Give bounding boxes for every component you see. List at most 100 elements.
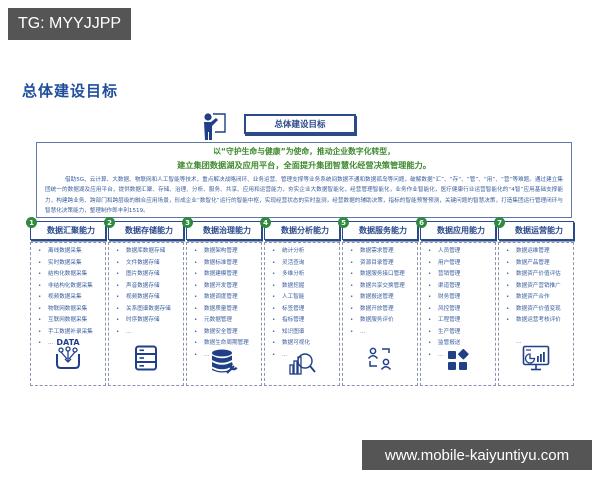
- column-data-application: 6 数据应用能力 •人员管理 •用户管理 •营销管理 •渠道管理 •财务管理 •…: [416, 217, 497, 387]
- list-item: •用户管理: [428, 259, 461, 266]
- list-item: •数据生命周期管理: [194, 340, 249, 346]
- list-item: •数据需求管理: [350, 248, 394, 254]
- list-item: •数据运维管理: [506, 248, 550, 254]
- column-data-aggregation: 1 数据汇聚能力 •离线数据采集 •实时数据采集 •结构化数据采集 •非结构化数…: [26, 217, 107, 387]
- database-wrench-icon: [210, 349, 238, 379]
- list-item: •关系图谱数据存储: [116, 305, 171, 312]
- list-item: •人工智能: [272, 294, 305, 300]
- list-item: •数据服务接口管理: [350, 271, 405, 277]
- list-item: •手工数据补录采集: [38, 328, 93, 335]
- list-item: •结构化数据采集: [38, 271, 88, 277]
- list-item: •数据调度管理: [194, 294, 238, 300]
- column-title: 数据治理能力: [186, 221, 262, 240]
- user-exchange-icon: [367, 347, 393, 375]
- tg-badge: TG: MYYJJPP: [8, 8, 131, 40]
- list-item: •视频数据存储: [116, 294, 160, 300]
- column-item-list: •数据运维管理 •数据产品管理 •数据资产价值评估 •数据资产营销推广 •数据资…: [498, 242, 574, 386]
- list-item: •数据标准管理: [194, 259, 238, 266]
- column-item-list: •数据需求管理 •资源目录管理 •数据服务接口管理 •数据共享交换管理 •数据报…: [342, 242, 418, 386]
- step-number-badge: 5: [338, 217, 349, 228]
- list-item: •数据安全管理: [194, 328, 238, 335]
- list-item: •人员管理: [428, 248, 461, 254]
- list-item: •灵活查询: [272, 259, 305, 266]
- list-item: •知识图谱: [272, 328, 305, 335]
- list-item: •数据挖掘: [272, 282, 305, 289]
- list-item: •财务管理: [428, 294, 461, 300]
- column-item-list: •数据架构管理 •数据标准管理 •数据建模管理 •数据开发管理 •数据调度管理 …: [186, 242, 262, 386]
- column-data-governance: 3 数据治理能力 •数据架构管理 •数据标准管理 •数据建模管理 •数据开发管理…: [182, 217, 263, 387]
- list-item: …: [516, 338, 522, 345]
- list-item: •图片数据存储: [116, 271, 160, 277]
- column-title: 数据服务能力: [342, 221, 418, 240]
- step-number-badge: 2: [104, 217, 115, 228]
- list-item: •互联网数据采集: [38, 317, 88, 323]
- list-item: •工程管理: [428, 317, 461, 323]
- list-item: •指标管理: [272, 317, 305, 323]
- list-item: •标签管理: [272, 305, 305, 312]
- list-item: •数据服务评价: [350, 317, 394, 323]
- step-number-badge: 7: [494, 217, 505, 228]
- list-item: •数据资产营销推广: [506, 282, 561, 289]
- goal-platform-line: 建立集团数据湖及应用平台，全面提升集团智慧化经营决策管理能力。: [177, 160, 431, 170]
- column-title: 数据汇聚能力: [30, 221, 106, 240]
- column-data-service: 5 数据服务能力 •数据需求管理 •资源目录管理 •数据服务接口管理 •数据共享…: [338, 217, 419, 387]
- step-number-badge: 1: [26, 217, 37, 228]
- presenter-icon: [203, 111, 227, 141]
- column-title: 数据应用能力: [420, 221, 496, 240]
- list-item: •离线数据采集: [38, 248, 82, 254]
- list-item: •…: [194, 351, 210, 358]
- overall-goal-header: 总体建设目标: [244, 114, 356, 134]
- list-item: •营销管理: [428, 271, 461, 277]
- list-item: •数据开放管理: [350, 305, 394, 312]
- watermark-url: www.mobile-kaiyuntiyu.com: [362, 440, 592, 470]
- list-item: •…: [272, 351, 288, 358]
- column-title: 数据运营能力: [498, 221, 574, 240]
- column-title: 数据存储能力: [108, 221, 184, 240]
- list-item: •数据资产价值变现: [506, 305, 561, 312]
- list-item: •时序数据存储: [116, 317, 160, 323]
- list-item: •实时数据采集: [38, 259, 82, 266]
- step-number-badge: 6: [416, 217, 427, 228]
- column-item-list: •离线数据采集 •实时数据采集 •结构化数据采集 •非结构化数据采集 •视频数据…: [30, 242, 106, 386]
- list-item: •数据库数据存储: [116, 248, 166, 254]
- list-item: •数据共享交换管理: [350, 282, 405, 289]
- server-icon: [134, 345, 158, 375]
- list-item: •数据资产合作: [506, 294, 550, 300]
- list-item: •元数据管理: [194, 317, 232, 323]
- list-item: •数据建模管理: [194, 271, 238, 277]
- goal-description: 借助5G、云计算、大数据、物联网和人工智能等技术，重点解决战略闭环、业务运营、管…: [45, 177, 563, 214]
- list-item: •生产管理: [428, 328, 461, 335]
- svg-text:DATA: DATA: [56, 338, 80, 347]
- list-item: •…: [116, 328, 132, 335]
- list-item: •数据开发管理: [194, 282, 238, 289]
- list-item: •数据质量管理: [194, 305, 238, 312]
- list-item: •物联网数据采集: [38, 305, 88, 312]
- page-title: 总体建设目标: [22, 82, 119, 100]
- list-item: •数据可视化: [272, 340, 310, 346]
- list-item: •视频数据采集: [38, 294, 82, 300]
- list-item: •文件数据存储: [116, 259, 160, 266]
- list-item: •数据产品管理: [506, 259, 550, 266]
- dashboard-monitor-icon: [522, 345, 550, 375]
- list-item: •风控管理: [428, 305, 461, 312]
- column-item-list: •统计分析 •灵活查询 •多维分析 •数据挖掘 •人工智能 •标签管理 •指标管…: [264, 242, 340, 386]
- list-item: •多维分析: [272, 271, 305, 277]
- analytics-magnifier-icon: [288, 351, 316, 379]
- apps-grid-icon: [447, 348, 469, 375]
- capability-columns: 1 数据汇聚能力 •离线数据采集 •实时数据采集 •结构化数据采集 •非结构化数…: [26, 217, 576, 389]
- list-item: •非结构化数据采集: [38, 282, 93, 289]
- list-item: •数据报送管理: [350, 294, 394, 300]
- list-item: •渠道管理: [428, 282, 461, 289]
- goal-box: 以“守护生命与健康”为使命，推动企业数字化转型， 建立集团数据湖及应用平台，全面…: [36, 142, 572, 218]
- column-item-list: •数据库数据存储 •文件数据存储 •图片数据存储 •声音数据存储 •视频数据存储…: [108, 242, 184, 386]
- step-number-badge: 3: [182, 217, 193, 228]
- list-item: •…: [428, 351, 444, 358]
- list-item: •统计分析: [272, 248, 305, 254]
- list-item: •…: [350, 328, 366, 335]
- list-item: •数据运营考核评价: [506, 317, 561, 323]
- step-number-badge: 4: [260, 217, 271, 228]
- list-item: •资源目录管理: [350, 259, 394, 266]
- column-title: 数据分析能力: [264, 221, 340, 240]
- list-item: •数据资产价值评估: [506, 271, 561, 277]
- column-data-operations: 7 数据运营能力 •数据运维管理 •数据产品管理 •数据资产价值评估 •数据资产…: [494, 217, 575, 387]
